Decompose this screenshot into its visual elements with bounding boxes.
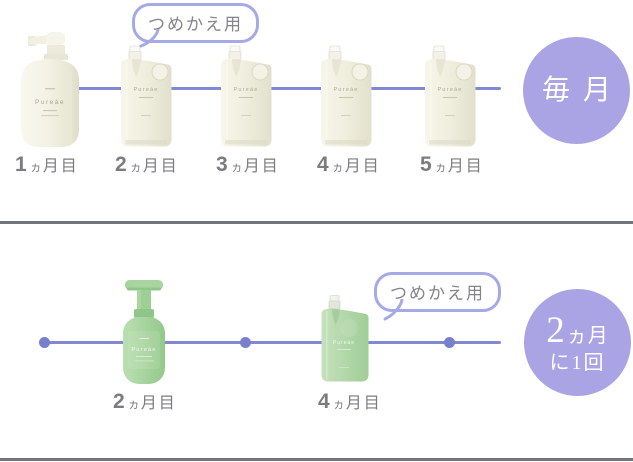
foam-bottle-brand-text: Pureáe bbox=[132, 347, 157, 353]
pouch-brand-text: Pureáe bbox=[134, 87, 159, 93]
refill-bubble-bottom: つめかえ用 bbox=[374, 272, 501, 312]
product-main-bottle-white: Pureáe bbox=[21, 32, 79, 147]
section-divider-bottom bbox=[0, 458, 633, 461]
pouch-brand-text: Pureáe bbox=[438, 87, 463, 93]
refill-bubble-bottom-tail bbox=[383, 299, 404, 321]
timeline-top bbox=[70, 87, 501, 90]
timeline-bottom bbox=[45, 341, 501, 344]
badge-monthly: 毎月 bbox=[523, 37, 630, 144]
green-pouch-brand-text: Pureáe bbox=[333, 340, 355, 346]
product-foam-bottle-green: Pureáe bbox=[123, 280, 165, 384]
product-refill-pouch-month4: Pureáe bbox=[321, 45, 372, 147]
bottle-brand-text: Pureáe bbox=[35, 99, 65, 106]
timeline-dot-month1 bbox=[39, 337, 50, 348]
pouch-brand-text: Pureáe bbox=[234, 87, 259, 93]
section-divider-top bbox=[0, 221, 633, 224]
badge-monthly-label: 毎月 bbox=[541, 74, 624, 106]
refill-bubble-top-tail bbox=[139, 29, 160, 48]
timeline-dot-month5 bbox=[444, 337, 455, 348]
badge-bimonthly-line2: に1回 bbox=[549, 352, 606, 374]
product-refill-pouch-green: Pureáe bbox=[321, 295, 369, 382]
timeline-dot-month3 bbox=[240, 337, 251, 348]
refill-bubble-top: つめかえ用 bbox=[132, 3, 259, 43]
product-refill-pouch-month2: Pureáe bbox=[121, 45, 172, 147]
product-refill-pouch-month3: Pureáe bbox=[221, 45, 272, 147]
pouch-brand-text: Pureáe bbox=[334, 87, 359, 93]
product-refill-pouch-month5: Pureáe bbox=[425, 45, 476, 147]
